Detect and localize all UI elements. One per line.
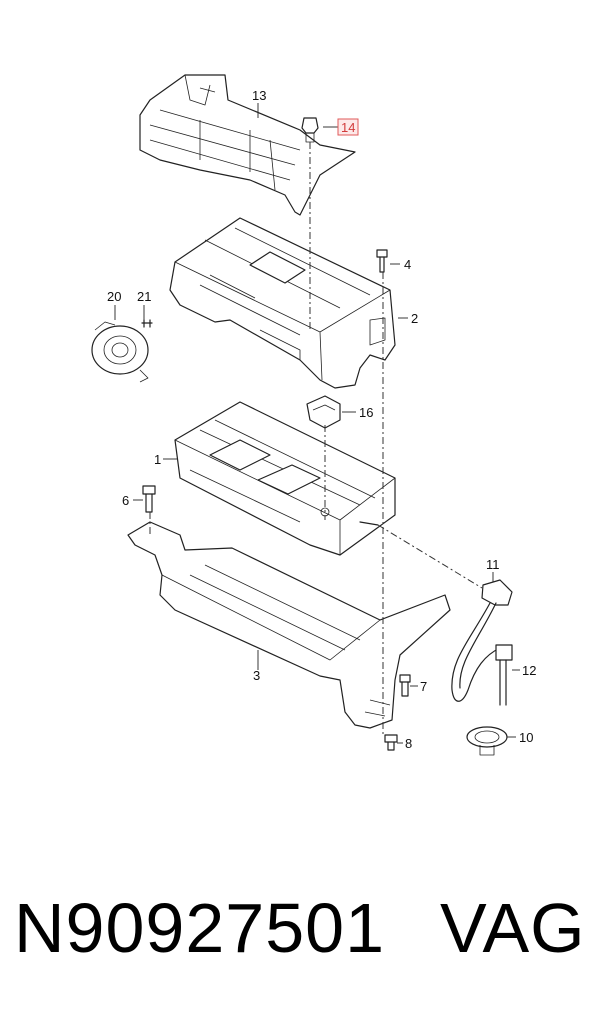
callout-10: 10 <box>519 730 533 745</box>
part-number: N90927501 <box>14 889 385 967</box>
bolt-part-8 <box>384 734 398 751</box>
cap-part-16 <box>306 395 341 429</box>
callout-21: 21 <box>137 289 151 304</box>
callout-20: 20 <box>107 289 121 304</box>
callout-7: 7 <box>420 679 427 694</box>
callout-16: 16 <box>359 405 373 420</box>
bolt-part-7 <box>399 674 411 697</box>
housing-part-2 <box>169 217 396 389</box>
callout-6: 6 <box>122 493 129 508</box>
callout-14-highlight <box>337 118 359 136</box>
callout-8: 8 <box>405 736 412 751</box>
control-unit-part-1 <box>174 401 396 556</box>
callout-14: 14 <box>341 120 355 135</box>
screw-part-21 <box>141 319 153 328</box>
callout-13: 13 <box>252 88 266 103</box>
leader-lines <box>114 103 520 744</box>
harness-part-11 <box>451 579 513 702</box>
sensor-part-12 <box>495 644 513 706</box>
callout-4: 4 <box>404 257 411 272</box>
callout-3: 3 <box>253 668 260 683</box>
callout-12: 12 <box>522 663 536 678</box>
speaker-part-20 <box>91 321 149 383</box>
brand-label: VAG <box>440 889 586 967</box>
grommet-part-10 <box>466 726 508 756</box>
tray-part-3 <box>127 521 451 729</box>
assembly-lines <box>149 142 483 735</box>
callout-1: 1 <box>154 452 161 467</box>
callout-11: 11 <box>486 557 500 572</box>
bolt-part-4 <box>376 249 388 273</box>
callout-2: 2 <box>411 311 418 326</box>
bolt-part-6 <box>142 485 156 513</box>
bracket-part-13 <box>139 74 356 216</box>
